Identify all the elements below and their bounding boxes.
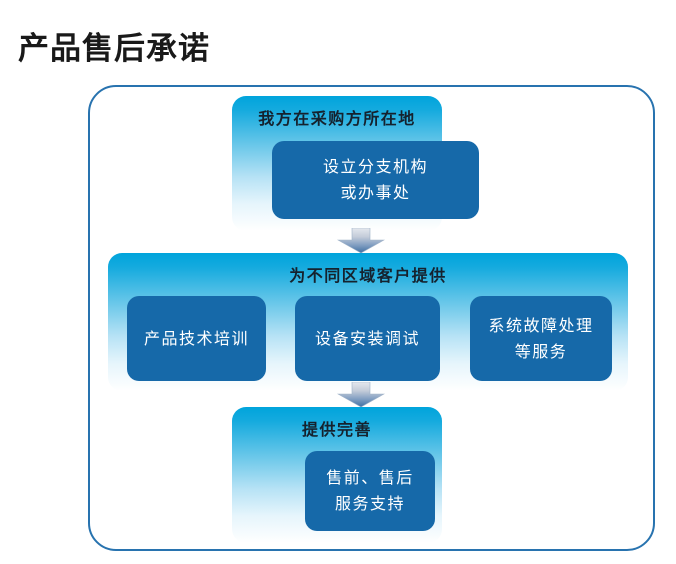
arrow-down-icon <box>336 227 386 254</box>
inner-box-fault-handling: 系统故障处理 等服务 <box>470 296 612 381</box>
arrow-down-icon <box>336 381 386 408</box>
section-1-title: 我方在采购方所在地 <box>258 109 416 128</box>
page-title: 产品售后承诺 <box>18 30 210 67</box>
inner-box-presales-aftersales: 售前、售后 服务支持 <box>305 451 435 531</box>
diagram-frame <box>88 85 655 551</box>
section-2-title: 为不同区域客户提供 <box>289 266 447 285</box>
inner-box-equipment-install: 设备安装调试 <box>295 296 440 381</box>
inner-box-product-training: 产品技术培训 <box>127 296 266 381</box>
inner-box-setup-branch: 设立分支机构 或办事处 <box>272 141 479 219</box>
section-3-title: 提供完善 <box>301 420 372 439</box>
